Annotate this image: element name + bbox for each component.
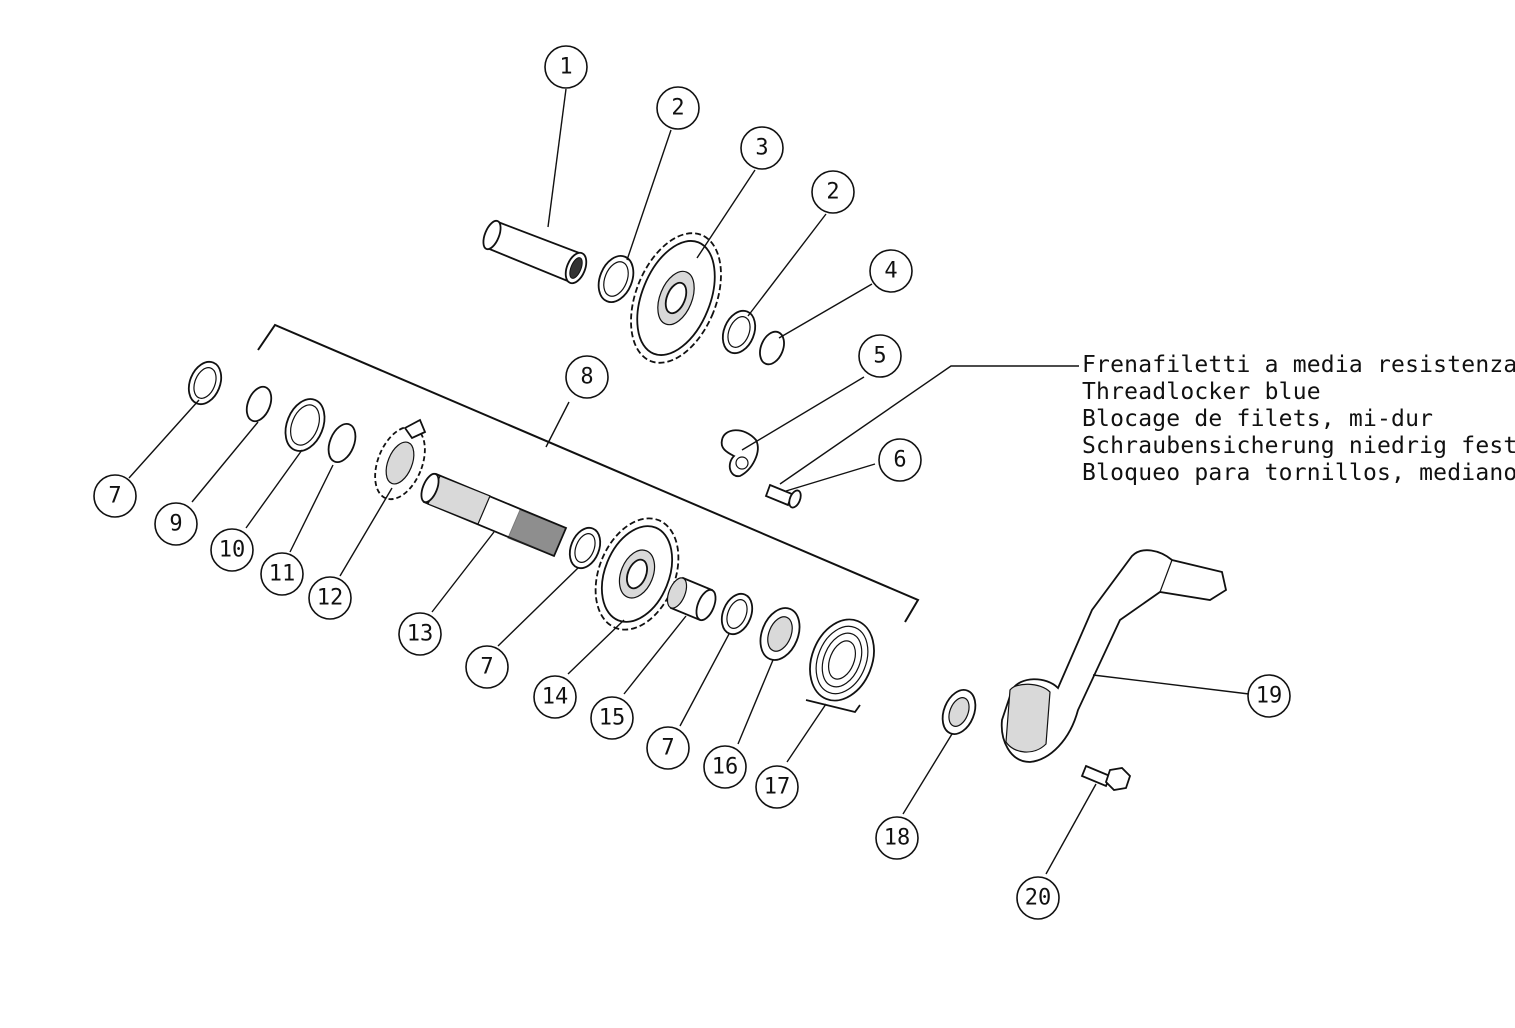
callout-10: 10: [210, 528, 254, 572]
part-washer-2b: [721, 309, 757, 355]
callout-label: 5: [873, 344, 886, 369]
callout-19: 19: [1247, 674, 1291, 718]
callout-label: 16: [712, 755, 739, 780]
part-screw-6: [764, 483, 802, 509]
part-spring-17: [805, 618, 875, 714]
callout-label: 17: [764, 775, 791, 800]
callout-label: 2: [671, 96, 684, 121]
part-washer-2a: [597, 255, 635, 303]
callout-label: 14: [542, 685, 569, 710]
callout-16: 16: [703, 745, 747, 789]
part-washer-7c: [720, 592, 754, 636]
part-ratchet-12: [374, 418, 427, 501]
callout-1: 1: [544, 45, 588, 89]
leader-lines: [128, 88, 1250, 875]
callout-label: 18: [884, 826, 911, 851]
callout-label: 13: [407, 622, 434, 647]
callout-15: 15: [590, 696, 634, 740]
callout-label: 15: [599, 706, 626, 731]
callout-3: 3: [740, 126, 784, 170]
callout-18: 18: [875, 816, 919, 860]
part-gear-3: [630, 232, 722, 364]
callout-5: 5: [858, 334, 902, 378]
callout-label: 1: [559, 55, 572, 80]
note-line-french: Blocage de filets, mi-dur: [1082, 406, 1434, 432]
callout-label: 19: [1256, 684, 1283, 709]
callout-14: 14: [533, 675, 577, 719]
callout-label: 4: [884, 259, 897, 284]
callout-label: 10: [219, 538, 246, 563]
part-shaft-13: [420, 472, 568, 558]
callout-17: 17: [755, 765, 799, 809]
assembly-bracket: [257, 323, 920, 623]
callout-4: 4: [869, 249, 913, 293]
callout-label: 7: [661, 736, 674, 761]
part-bolt-20: [1080, 764, 1132, 791]
note-line-german: Schraubensicherung niedrig fest: [1082, 433, 1515, 459]
callout-7b: 7: [465, 645, 509, 689]
callout-label: 6: [893, 448, 906, 473]
callout-11: 11: [260, 552, 304, 596]
part-washer-7b: [568, 526, 602, 570]
callout-2b: 2: [811, 170, 855, 214]
callout-label: 7: [480, 655, 493, 680]
threadlocker-note: Frenafiletti a media resistenza Threadlo…: [1082, 352, 1515, 487]
callout-label: 7: [108, 484, 121, 509]
part-washer-7a: [187, 360, 223, 406]
part-gear-14: [594, 517, 680, 631]
callout-6: 6: [878, 438, 922, 482]
callout-13: 13: [398, 612, 442, 656]
callout-label: 3: [755, 136, 768, 161]
callout-20: 20: [1016, 876, 1060, 920]
callout-label: 12: [317, 586, 344, 611]
part-ratchet-guide-5: [720, 429, 759, 477]
callout-9: 9: [154, 502, 198, 546]
note-line-italian: Frenafiletti a media resistenza: [1082, 352, 1515, 378]
part-sleeve: [482, 219, 588, 285]
callout-2a: 2: [656, 86, 700, 130]
part-seal-18: [941, 689, 977, 735]
callout-label: 2: [826, 180, 839, 205]
callout-label: 11: [269, 562, 296, 587]
callout-7c: 7: [646, 726, 690, 770]
part-circlip-11: [327, 423, 357, 463]
part-kick-lever-19: [1000, 549, 1228, 763]
part-washer-10: [284, 398, 326, 452]
note-line-english: Threadlocker blue: [1082, 379, 1321, 405]
part-circlip-4: [759, 330, 785, 366]
part-circlip-9: [245, 385, 273, 423]
callout-12: 12: [308, 576, 352, 620]
callout-label: 9: [169, 512, 182, 537]
part-needle-bearing-15: [666, 576, 717, 622]
callout-7a: 7: [93, 474, 137, 518]
callout-8: 8: [565, 355, 609, 399]
note-line-spanish: Bloqueo para tornillos, mediano: [1082, 460, 1515, 486]
part-bushing-16: [759, 607, 801, 661]
callout-label: 20: [1025, 886, 1052, 911]
callout-label: 8: [580, 365, 593, 390]
